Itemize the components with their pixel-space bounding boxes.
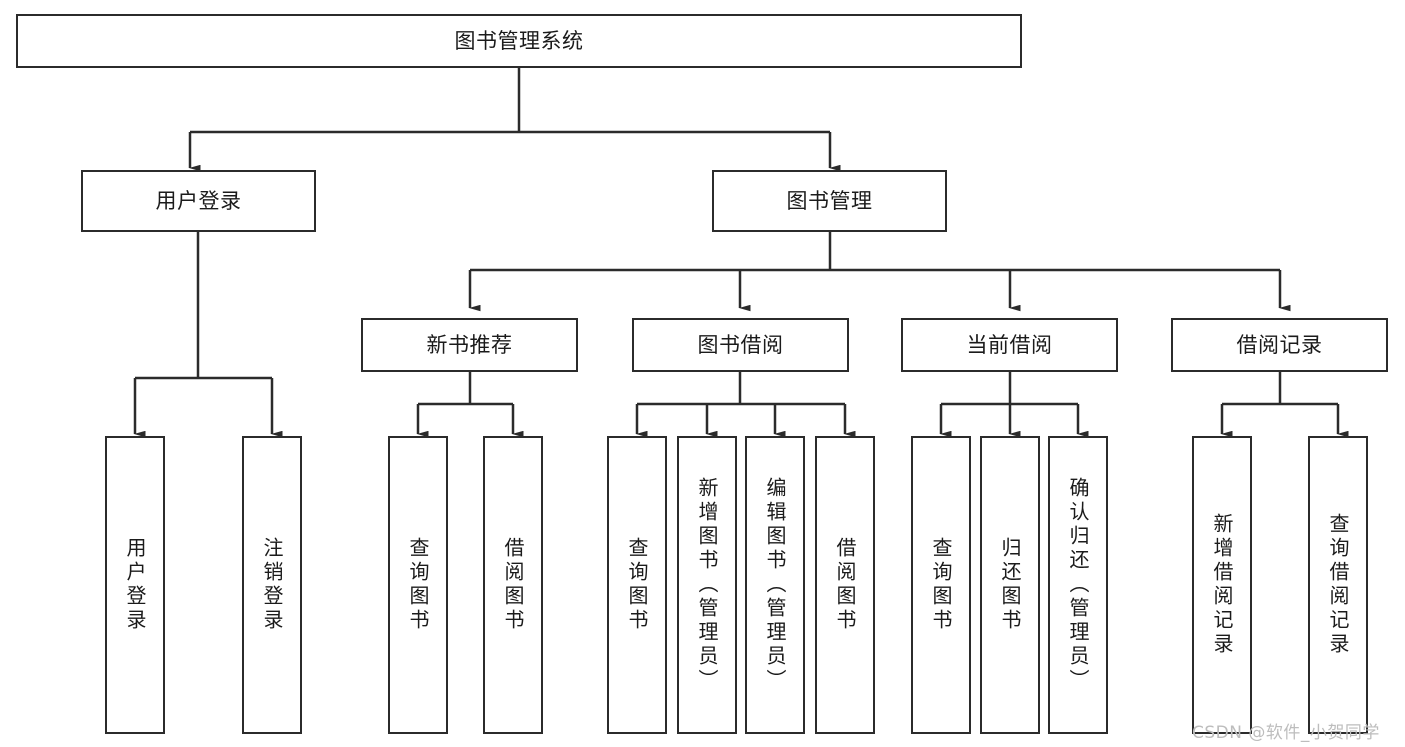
leaf-newbook-borrow-book[interactable]: 借阅图书: [483, 436, 543, 734]
node-new-book-recommend[interactable]: 新书推荐: [361, 318, 578, 372]
leaf-borrow-query-book[interactable]: 查询图书: [607, 436, 667, 734]
leaf-borrow-edit-book-admin[interactable]: 编辑图书（管理员）: [745, 436, 805, 734]
leaf-newbook-query-book[interactable]: 查询图书: [388, 436, 448, 734]
node-label: 图书管理: [786, 188, 873, 213]
node-book-management[interactable]: 图书管理: [712, 170, 947, 232]
node-label: 用户登录: [155, 188, 242, 213]
node-label: 确认归还（管理员）: [1066, 477, 1090, 693]
node-label: 当前借阅: [966, 332, 1053, 357]
leaf-current-confirm-return-admin[interactable]: 确认归还（管理员）: [1048, 436, 1108, 734]
node-user-login[interactable]: 用户登录: [81, 170, 316, 232]
node-label: 查询图书: [406, 537, 430, 633]
node-label: 新增借阅记录: [1210, 513, 1234, 657]
leaf-borrow-borrow-book[interactable]: 借阅图书: [815, 436, 875, 734]
leaf-logout[interactable]: 注销登录: [242, 436, 302, 734]
node-current-borrow[interactable]: 当前借阅: [901, 318, 1118, 372]
leaf-user-login[interactable]: 用户登录: [105, 436, 165, 734]
leaf-current-query-book[interactable]: 查询图书: [911, 436, 971, 734]
node-label: 查询图书: [929, 537, 953, 633]
node-borrow-record[interactable]: 借阅记录: [1171, 318, 1388, 372]
node-label: 注销登录: [260, 537, 284, 633]
node-book-borrow[interactable]: 图书借阅: [632, 318, 849, 372]
node-label: 借阅记录: [1236, 332, 1323, 357]
leaf-current-return-book[interactable]: 归还图书: [980, 436, 1040, 734]
node-label: 借阅图书: [833, 537, 857, 633]
node-label: 查询借阅记录: [1326, 513, 1350, 657]
node-label: 图书借阅: [697, 332, 784, 357]
csdn-watermark: CSDN @软件_小贺同学: [1192, 723, 1380, 743]
node-label: 借阅图书: [501, 537, 525, 633]
node-label: 新增图书（管理员）: [695, 477, 719, 693]
leaf-record-add-record[interactable]: 新增借阅记录: [1192, 436, 1252, 734]
node-label: 编辑图书（管理员）: [763, 477, 787, 693]
node-label: 归还图书: [998, 537, 1022, 633]
node-label: 图书管理系统: [454, 28, 584, 53]
leaf-record-query-record[interactable]: 查询借阅记录: [1308, 436, 1368, 734]
node-label: 查询图书: [625, 537, 649, 633]
node-label: 新书推荐: [426, 332, 513, 357]
node-root-system[interactable]: 图书管理系统: [16, 14, 1022, 68]
node-label: 用户登录: [123, 537, 147, 633]
leaf-borrow-add-book-admin[interactable]: 新增图书（管理员）: [677, 436, 737, 734]
